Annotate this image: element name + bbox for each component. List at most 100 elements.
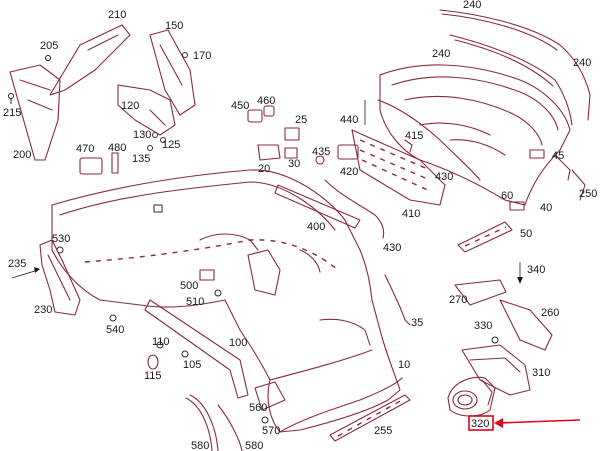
- leader-235-arrow: [34, 267, 40, 273]
- label-435[interactable]: 435: [312, 146, 330, 158]
- exhaust-tip-320: [447, 376, 496, 417]
- screw-205: [45, 55, 51, 61]
- label-340[interactable]: 340: [527, 264, 545, 276]
- label-430b[interactable]: 430: [383, 242, 401, 254]
- parts-45-250: [554, 154, 586, 201]
- label-250[interactable]: 250: [579, 188, 597, 200]
- label-110[interactable]: 110: [152, 336, 170, 348]
- label-200[interactable]: 200: [13, 149, 31, 161]
- part-260: [499, 299, 553, 351]
- label-215[interactable]: 215: [3, 107, 21, 119]
- label-540[interactable]: 540: [106, 324, 124, 336]
- label-440[interactable]: 440: [340, 114, 358, 126]
- part-430b: [324, 179, 385, 239]
- part-270: [454, 279, 507, 306]
- bracket-150: [149, 29, 196, 116]
- label-25[interactable]: 25: [295, 114, 307, 126]
- label-35[interactable]: 35: [411, 317, 423, 329]
- label-45[interactable]: 45: [552, 150, 564, 162]
- part-310: [461, 344, 531, 396]
- label-510[interactable]: 510: [186, 296, 204, 308]
- label-210[interactable]: 210: [108, 9, 126, 21]
- label-560[interactable]: 560: [249, 402, 267, 414]
- label-320[interactable]: 320: [471, 418, 489, 430]
- label-460[interactable]: 460: [257, 95, 275, 107]
- label-500[interactable]: 500: [180, 280, 198, 292]
- grommet-115: [147, 354, 159, 370]
- label-530[interactable]: 530: [52, 233, 70, 245]
- part-560: [254, 381, 286, 411]
- label-260[interactable]: 260: [541, 307, 559, 319]
- label-105[interactable]: 105: [183, 359, 201, 371]
- small-parts-top: [247, 105, 300, 161]
- label-310[interactable]: 310: [532, 367, 550, 379]
- leader-235: [11, 269, 39, 279]
- label-240b[interactable]: 240: [432, 48, 450, 60]
- label-255[interactable]: 255: [374, 425, 392, 437]
- part-35: [384, 274, 411, 326]
- screw-570: [261, 416, 269, 424]
- label-450[interactable]: 450: [231, 100, 249, 112]
- highlight-arrow-320: [497, 419, 581, 424]
- label-30[interactable]: 30: [288, 158, 300, 170]
- screw-135: [147, 145, 153, 151]
- part-255-texture: [337, 399, 403, 437]
- bracket-200: [9, 64, 61, 161]
- label-20[interactable]: 20: [258, 163, 270, 175]
- label-40[interactable]: 40: [540, 202, 552, 214]
- screw-125: [160, 137, 166, 143]
- label-580b[interactable]: 580: [245, 440, 263, 451]
- screw-530: [56, 246, 64, 254]
- screw-510: [214, 289, 222, 297]
- label-570[interactable]: 570: [262, 425, 280, 437]
- label-330[interactable]: 330: [474, 320, 492, 332]
- label-120[interactable]: 120: [121, 100, 139, 112]
- part-580a: [185, 397, 213, 451]
- part-255: [329, 394, 411, 442]
- label-580a[interactable]: 580: [191, 440, 209, 451]
- label-420[interactable]: 420: [340, 166, 358, 178]
- label-430a[interactable]: 430: [435, 171, 453, 183]
- bracket-center: [247, 249, 281, 296]
- bracket-210: [49, 24, 131, 96]
- label-410[interactable]: 410: [402, 208, 420, 220]
- part-50: [457, 221, 513, 253]
- label-50[interactable]: 50: [520, 228, 532, 240]
- label-480[interactable]: 480: [108, 142, 126, 154]
- label-230[interactable]: 230: [34, 304, 52, 316]
- part-50-texture: [464, 226, 507, 247]
- label-205[interactable]: 205: [40, 40, 58, 52]
- label-170[interactable]: 170: [193, 50, 211, 62]
- label-400[interactable]: 400: [307, 221, 325, 233]
- label-130[interactable]: 130: [133, 129, 151, 141]
- grille-410: [351, 129, 446, 206]
- highlight-arrowhead-320: [494, 418, 503, 428]
- label-240a[interactable]: 240: [463, 0, 481, 11]
- label-270[interactable]: 270: [449, 294, 467, 306]
- label-125[interactable]: 125: [162, 139, 180, 151]
- label-10[interactable]: 10: [398, 359, 410, 371]
- fasteners-415-435-420: [315, 139, 413, 165]
- label-100[interactable]: 100: [229, 337, 247, 349]
- screw-130: [152, 132, 158, 138]
- part-labels: 210 150 205 170 215 200 120 470 480 130 …: [3, 0, 597, 451]
- part-100: [144, 299, 249, 399]
- screw-170: [182, 52, 188, 58]
- part-400: [274, 184, 361, 229]
- label-60[interactable]: 60: [501, 190, 513, 202]
- screw-330: [491, 336, 499, 344]
- label-415[interactable]: 415: [405, 130, 423, 142]
- label-240c[interactable]: 240: [573, 57, 591, 69]
- label-235[interactable]: 235: [8, 258, 26, 270]
- label-470[interactable]: 470: [76, 143, 94, 155]
- screw-105: [181, 350, 189, 358]
- bracket-120: [117, 84, 176, 136]
- part-580a-edge: [189, 394, 219, 451]
- label-150[interactable]: 150: [165, 20, 183, 32]
- screw-215: [8, 93, 14, 99]
- label-115[interactable]: 115: [144, 370, 162, 382]
- label-135[interactable]: 135: [132, 153, 150, 165]
- part-60: [509, 201, 525, 211]
- trim-strips-240: [439, 9, 591, 126]
